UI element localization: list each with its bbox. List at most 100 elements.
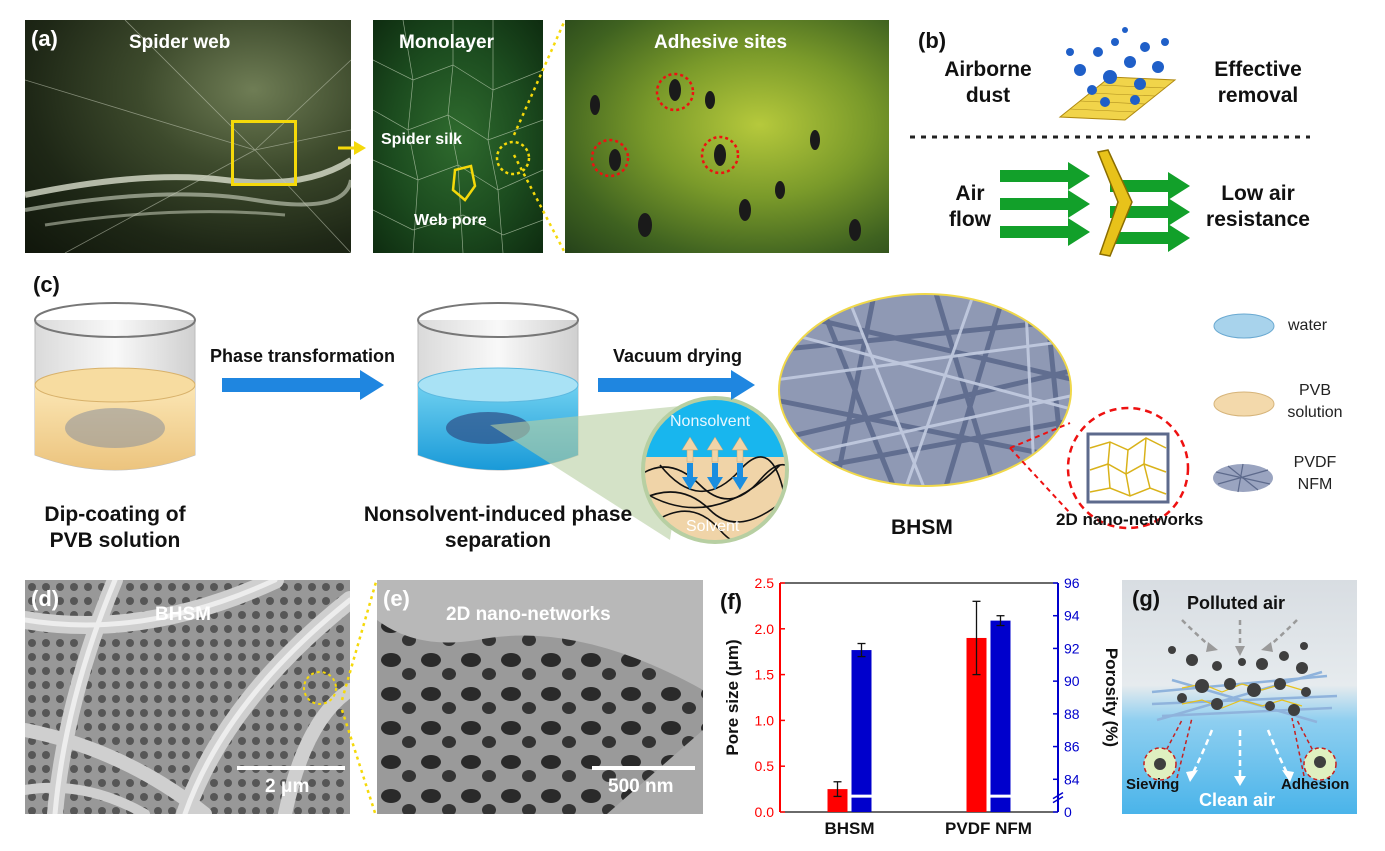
panel-c-label: (c) [33,272,60,297]
bar-right [851,650,872,812]
clean-air-label: Clean air [1199,790,1276,810]
adhesive-sites-photo [565,20,889,253]
axis-break-mark [1052,795,1064,804]
adhesion-label: Adhesion [1281,776,1350,793]
flow-label: flow [949,208,991,231]
nips-line1: Nonsolvent-induced phase [363,503,633,526]
panel-d-label: (d) [31,586,60,611]
panel-d-scale: 2 μm [265,776,310,797]
legend-pvdf-swatch [1213,463,1273,493]
legend-water-label: water [1288,317,1328,334]
right-tick-label: 88 [1064,706,1080,722]
left-tick-label: 2.5 [755,575,775,591]
spider-web-photo [25,20,351,253]
vacuum-drying-label: Vacuum drying [613,346,743,366]
dip-coating-line2: PVB solution [49,529,181,552]
filtration-graphic [1143,619,1338,786]
left-tick-label: 1.0 [755,712,775,728]
left-tick-label: 0.0 [755,804,775,820]
legend-pvb-swatch [1213,391,1275,417]
polluted-air-label: Polluted air [1187,593,1286,613]
air-label: Air [955,182,985,205]
dip-coating-line1: Dip-coating of [44,503,186,526]
solvent-label: Solvent [686,518,740,535]
panel-e-title: 2D nano-networks [446,604,611,625]
sem-network [377,580,703,814]
bar-break-gap [850,794,873,798]
right-tick-label: 0 [1064,804,1072,820]
divider-dotted [910,135,1310,139]
phase-transformation-label: Phase transformation [210,346,396,366]
airborne-label: Airborne [944,58,1032,81]
panel-e-scale: 500 nm [608,776,674,797]
right-axis-title: Porosity (%) [1102,648,1121,747]
spider-silk-label: Spider silk [381,131,462,148]
category-label: PVDF NFM [945,819,1032,838]
zoom-dotted-lines [512,19,567,254]
legend-pvb-label2: solution [1287,404,1343,421]
right-tick-label: 90 [1064,673,1080,689]
removal-label: removal [1217,84,1299,107]
panel-b-label: (b) [918,28,947,53]
monolayer-photo [373,20,543,253]
trapped-insects [590,72,861,241]
bar-right [990,620,1011,812]
sem-fibers [25,580,350,814]
nips-line2: separation [444,529,552,552]
bhsm-membrane [778,293,1072,487]
bhsm-label: BHSM [891,516,953,539]
right-tick-label: 86 [1064,739,1080,755]
legend-pvdf-label1: PVDF [1293,454,1337,471]
zoom-arrow [338,141,366,155]
zoom-box [231,120,297,186]
legend-water-swatch [1213,313,1275,339]
phase-separation-zoom [641,396,789,544]
arrow-phase-transformation [222,370,384,400]
bar-left [966,637,987,812]
right-tick-label: 84 [1064,771,1080,787]
web-strands [25,20,351,253]
panel-g-label: (g) [1132,586,1161,611]
right-tick-label: 94 [1064,608,1080,624]
category-label: BHSM [824,819,874,838]
effective-label: Effective [1214,58,1302,81]
legend-pvb-label1: PVB [1298,382,1331,399]
dust-label: dust [965,84,1011,107]
left-tick-label: 0.5 [755,758,775,774]
monolayer-title: Monolayer [399,32,495,53]
beaker-pvb [34,302,196,471]
panel-d-title: BHSM [155,604,211,625]
filtration-schematic [1122,580,1357,814]
pore-porosity-chart: (f) 0.0 0.5 1.0 1.5 2.0 2.5 0 84 86 88 90 92 94 96Pore… [720,575,1121,838]
low-air-label: Low air [1221,182,1295,205]
legend-pvdf-label2: NFM [1297,476,1333,493]
left-tick-label: 2.0 [755,621,775,637]
dust-capture-graphic [1058,27,1177,121]
spider-web-title: Spider web [129,32,231,53]
panel-f-label: (f) [720,589,742,614]
right-tick-label: 96 [1064,575,1080,591]
zoom-wedge [490,405,690,540]
bar-break-gap [989,794,1012,798]
monolayer-zoom-circle [495,140,531,176]
resistance-label: resistance [1206,208,1310,231]
panel-a-label: (a) [31,26,58,51]
web-pore-label: Web pore [414,212,487,229]
sieving-label: Sieving [1126,776,1180,793]
bhsm-sem-image [25,580,350,814]
web-pore-outline [451,164,477,202]
right-tick-label: 92 [1064,640,1080,656]
adhesive-sites-title: Adhesive sites [654,32,788,53]
nonsolvent-label: Nonsolvent [670,413,751,430]
nano-network-zoom [1009,406,1190,530]
left-tick-label: 1.5 [755,667,775,683]
arrow-vacuum-drying [598,370,755,400]
left-axis-title: Pore size (μm) [723,639,742,755]
nano-network-sem-image [377,580,703,814]
bar-left [827,789,848,812]
zoom-dotted-de [340,581,378,817]
monolayer-net [373,20,543,253]
air-flow-graphic [1000,149,1190,257]
panel-e-label: (e) [383,586,410,611]
nano-networks-label: 2D nano-networks [1056,510,1204,529]
